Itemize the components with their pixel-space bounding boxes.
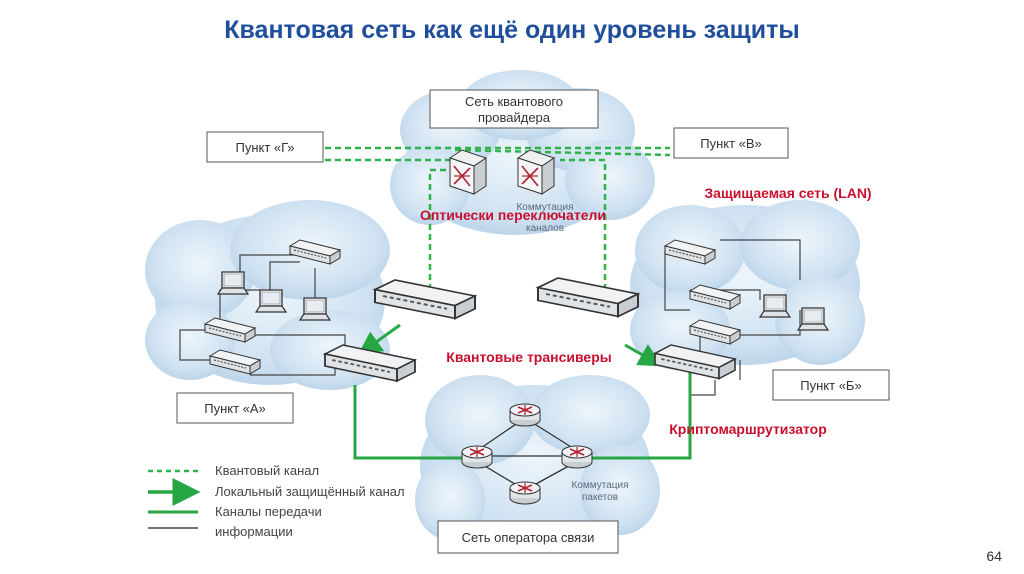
- legend-transmission-line2: информации: [215, 524, 293, 539]
- packet-switching-line1: Коммутация: [571, 480, 628, 491]
- box-point-a: Пункт «А»: [176, 392, 294, 424]
- box-provider-line2: провайдера: [478, 110, 551, 125]
- circuit-switching-line2: каналов: [526, 223, 564, 234]
- label-protected-net: Защищаемая сеть (LAN): [704, 185, 871, 201]
- packet-switching-line2: пакетов: [582, 492, 618, 503]
- laptop-right-2: [797, 307, 829, 331]
- legend-local-secure: Локальный защищённый канал: [215, 484, 405, 499]
- router-bottom: [509, 481, 541, 505]
- box-point-a-label: Пункт «А»: [204, 401, 266, 416]
- router-top: [509, 403, 541, 427]
- laptop-left-3: [299, 297, 331, 321]
- label-quantum-transceivers: Квантовые трансиверы: [446, 349, 611, 365]
- router-right: [561, 445, 593, 469]
- box-provider: Сеть квантового провайдера: [429, 89, 599, 129]
- box-point-g-label: Пункт «Г»: [235, 140, 294, 155]
- legend: Квантовый канал Локальный защищённый кан…: [148, 463, 405, 539]
- laptop-right-1: [759, 294, 791, 318]
- laptop-left-1: [217, 271, 249, 295]
- quantum-transceiver-left: [373, 278, 477, 320]
- box-point-g: Пункт «Г»: [206, 131, 324, 163]
- quantum-transceiver-right: [536, 276, 640, 318]
- laptop-left-2: [255, 289, 287, 313]
- optical-switch-1: [449, 149, 487, 195]
- optical-switch-2: [517, 149, 555, 195]
- box-point-b-label: Пункт «Б»: [800, 378, 861, 393]
- box-provider-line1: Сеть квантового: [465, 94, 563, 109]
- slide-title: Квантовая сеть как ещё один уровень защи…: [224, 16, 800, 44]
- label-crypto-router: Криптомаршрутизатор: [669, 421, 827, 437]
- box-operator-label: Сеть оператора связи: [462, 530, 595, 545]
- cloud-operator: [415, 375, 660, 545]
- legend-quantum-channel: Квантовый канал: [215, 463, 319, 478]
- secure-channels: [353, 323, 692, 460]
- router-left: [461, 445, 493, 469]
- box-point-b: Пункт «Б»: [772, 369, 890, 401]
- label-optical-switches: Оптически переключатели: [420, 207, 606, 223]
- circuit-switching-line1: Коммутация: [516, 202, 573, 213]
- page-number: 64: [986, 548, 1002, 564]
- box-operator: Сеть оператора связи: [437, 520, 619, 554]
- box-point-v-label: Пункт «В»: [700, 136, 762, 151]
- box-point-v: Пункт «В»: [673, 127, 789, 159]
- legend-transmission-line1: Каналы передачи: [215, 504, 322, 519]
